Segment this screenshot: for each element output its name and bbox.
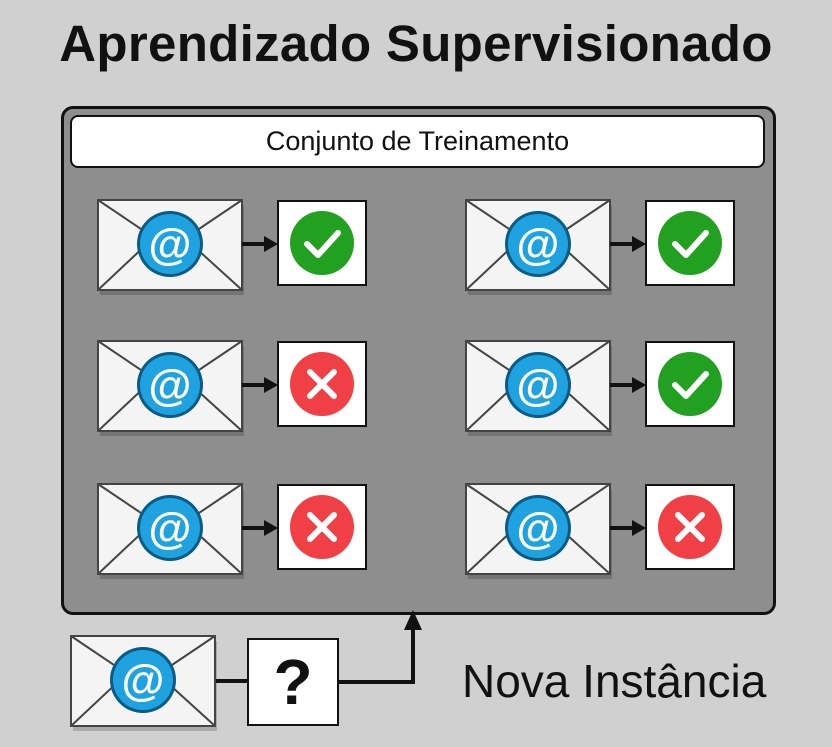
label-arrow <box>242 377 278 393</box>
new-instance-label: Nova Instância <box>462 655 767 707</box>
svg-text:@: @ <box>517 220 560 269</box>
label-arrow <box>610 377 646 393</box>
training-email-5: @ <box>97 483 244 579</box>
check-icon <box>645 341 735 427</box>
training-email-4: @ <box>465 340 612 436</box>
cross-icon <box>277 341 367 427</box>
svg-text:@: @ <box>517 504 560 553</box>
training-email-3: @ <box>97 340 244 436</box>
cross-icon <box>645 484 735 570</box>
svg-text:@: @ <box>149 504 192 553</box>
label-arrow <box>610 236 646 252</box>
svg-text:@: @ <box>122 656 165 705</box>
unknown-label-box: ? <box>247 638 339 726</box>
check-icon <box>645 200 735 286</box>
training-email-6: @ <box>465 483 612 579</box>
new-instance-email: @ <box>70 635 217 731</box>
page-title: Aprendizado Supervisionado <box>59 15 773 72</box>
label-arrow <box>610 520 646 536</box>
label-arrow <box>242 520 278 536</box>
svg-text:@: @ <box>149 361 192 410</box>
svg-text:@: @ <box>517 361 560 410</box>
training-set-header: Conjunto de Treinamento <box>70 115 765 168</box>
svg-text:@: @ <box>149 220 192 269</box>
check-icon <box>277 200 367 286</box>
cross-icon <box>277 484 367 570</box>
question-mark: ? <box>273 646 313 718</box>
label-arrow <box>242 236 278 252</box>
training-email-1: @ <box>97 199 244 295</box>
